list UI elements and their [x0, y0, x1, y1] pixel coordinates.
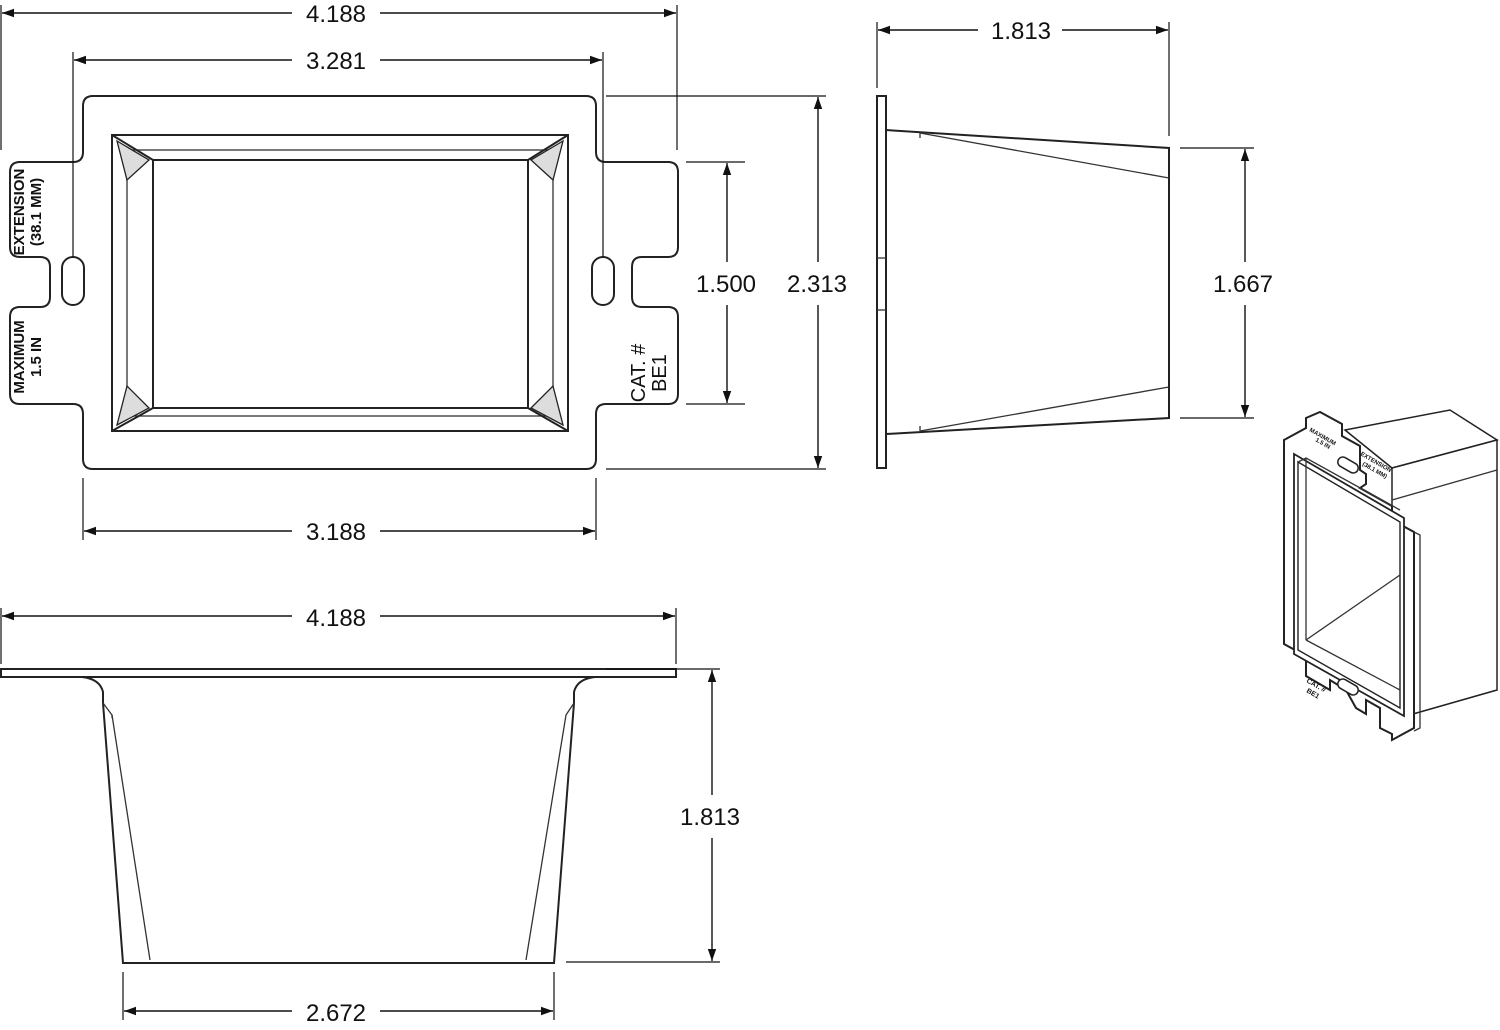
right-slot	[591, 256, 615, 306]
side-body	[885, 129, 1170, 435]
bottom-view: 4.188 1.813 2.672	[0, 605, 740, 1027]
iso-slot-top	[1337, 456, 1359, 474]
svg-text:2.313: 2.313	[787, 271, 847, 298]
dim-front-slot-spacing: 3.281	[72, 48, 604, 257]
dim-bottom-base-width: 2.672	[122, 972, 555, 1027]
opening-inner-frame	[152, 159, 529, 409]
svg-text:1.500: 1.500	[696, 271, 756, 298]
iso-slot-bottom	[1337, 678, 1359, 696]
bottom-flange	[0, 668, 677, 678]
dim-side-depth: 1.813	[876, 18, 1170, 136]
isometric-view: MAXIMUM 1.5 IN EXTENSION (38.1 MM) CAT. …	[1283, 409, 1499, 742]
svg-text:1.813: 1.813	[680, 804, 740, 831]
side-flange	[876, 95, 887, 469]
maximum-label: MAXIMUM	[11, 320, 28, 393]
svg-text:3.188: 3.188	[306, 519, 366, 546]
opening-outer-frame	[111, 134, 569, 432]
dim-side-opening-height: 1.667	[1180, 147, 1273, 419]
svg-text:1.667: 1.667	[1213, 271, 1273, 298]
dim-front-overall-width: 4.188	[0, 1, 678, 150]
dim-bottom-overall-width: 4.188	[0, 605, 677, 664]
corner-bevels	[111, 134, 569, 432]
svg-text:4.188: 4.188	[306, 1, 366, 28]
opening-mid-frame	[126, 149, 554, 417]
front-plate-outline	[9, 95, 679, 470]
cat-label: CAT. #	[628, 343, 650, 402]
extension-mm-label: (38.1 MM)	[28, 178, 45, 246]
model-label: BE1	[649, 354, 671, 392]
dim-front-opening-height: 1.500	[686, 161, 756, 405]
svg-text:3.281: 3.281	[306, 48, 366, 75]
side-view: 1.813 1.667	[876, 18, 1273, 469]
dim-front-overall-height: 2.313	[606, 95, 847, 470]
front-view: EXTENSION (38.1 MM) MAXIMUM 1.5 IN CAT. …	[0, 1, 847, 546]
maximum-in-label: 1.5 IN	[28, 337, 45, 377]
svg-text:2.672: 2.672	[306, 1000, 366, 1027]
extension-label: EXTENSION	[11, 169, 28, 256]
svg-text:1.813: 1.813	[991, 18, 1051, 45]
dim-front-base-width: 3.188	[82, 478, 597, 546]
bottom-body	[81, 676, 596, 964]
iso-opening-inner	[1297, 460, 1401, 710]
dim-bottom-depth: 1.813	[566, 668, 740, 963]
iso-plate-edge	[1413, 531, 1421, 732]
left-slot	[61, 256, 85, 306]
svg-text:4.188: 4.188	[306, 605, 366, 632]
